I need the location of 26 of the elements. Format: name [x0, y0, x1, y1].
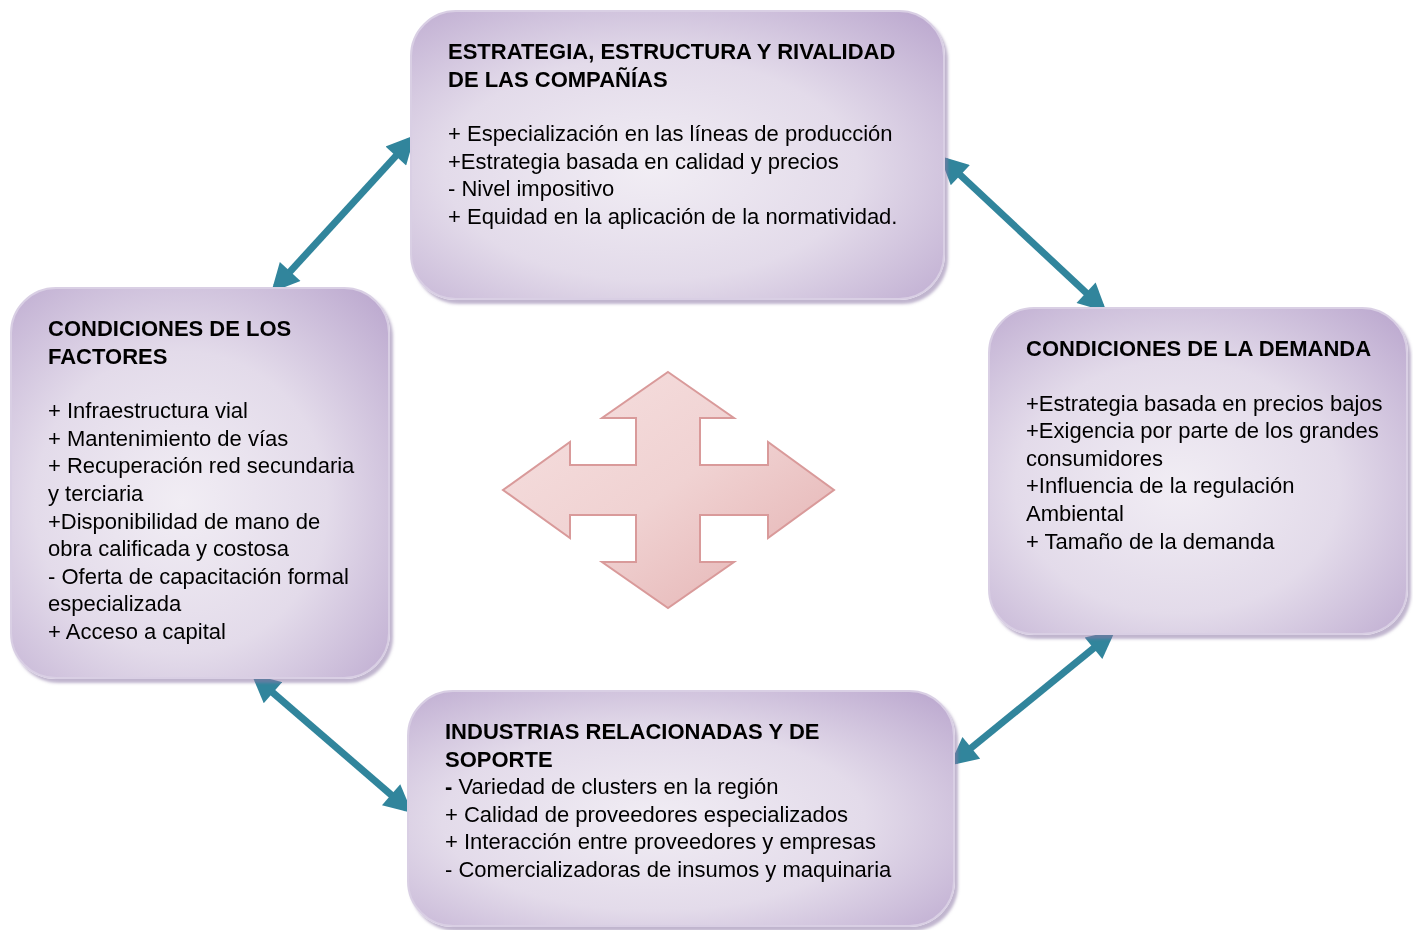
factor-box	[410, 10, 945, 300]
factor-box	[988, 307, 1408, 635]
list-item: + Especialización en las líneas de producción	[448, 120, 894, 148]
list-item: +Influencia de la regulación Ambiental	[1026, 472, 1296, 528]
list-item: - Nivel impositivo	[448, 175, 616, 203]
factor-box	[10, 287, 390, 679]
list-item: + Tamaño de la demanda	[1026, 527, 1276, 556]
list-item: +Estrategia basada en precios bajos	[1026, 389, 1384, 418]
list-item: +Exigencia por parte de los grandes consumidores	[1026, 417, 1380, 473]
box-heading: ESTRATEGIA, ESTRUCTURA Y RIVALIDAD DE LAS COMPAÑÍAS	[448, 38, 897, 94]
list-item: + Mantenimiento de vías	[48, 424, 290, 453]
list-item: +Disponibilidad de mano de obra calificada y costosa	[48, 507, 322, 563]
box-heading: INDUSTRIAS RELACIONADAS Y DE SOPORTE	[445, 718, 821, 774]
list-item: + Calidad de proveedores especializados	[445, 800, 849, 829]
list-item: + Interacción entre proveedores y empresas	[445, 828, 878, 856]
box-heading: CONDICIONES DE LA DEMANDA	[1026, 335, 1373, 363]
list-item: + Infraestructura vial	[48, 397, 249, 425]
list-item: + Recuperación red secundaria y terciaria	[48, 452, 356, 508]
box-heading: CONDICIONES DE LOS FACTORES	[48, 315, 293, 371]
list-item: - Comercializadoras de insumos y maquinaria	[445, 855, 893, 884]
list-item: + Equidad en la aplicación de la normatividad.	[448, 202, 899, 231]
factor-box	[407, 690, 955, 927]
list-item: - Variedad de clusters en la región	[445, 773, 780, 801]
list-item: - Oferta de capacitación formal especializada	[48, 562, 350, 618]
list-item: + Acceso a capital	[48, 617, 227, 646]
list-item: +Estrategia basada en calidad y precios	[448, 147, 840, 176]
